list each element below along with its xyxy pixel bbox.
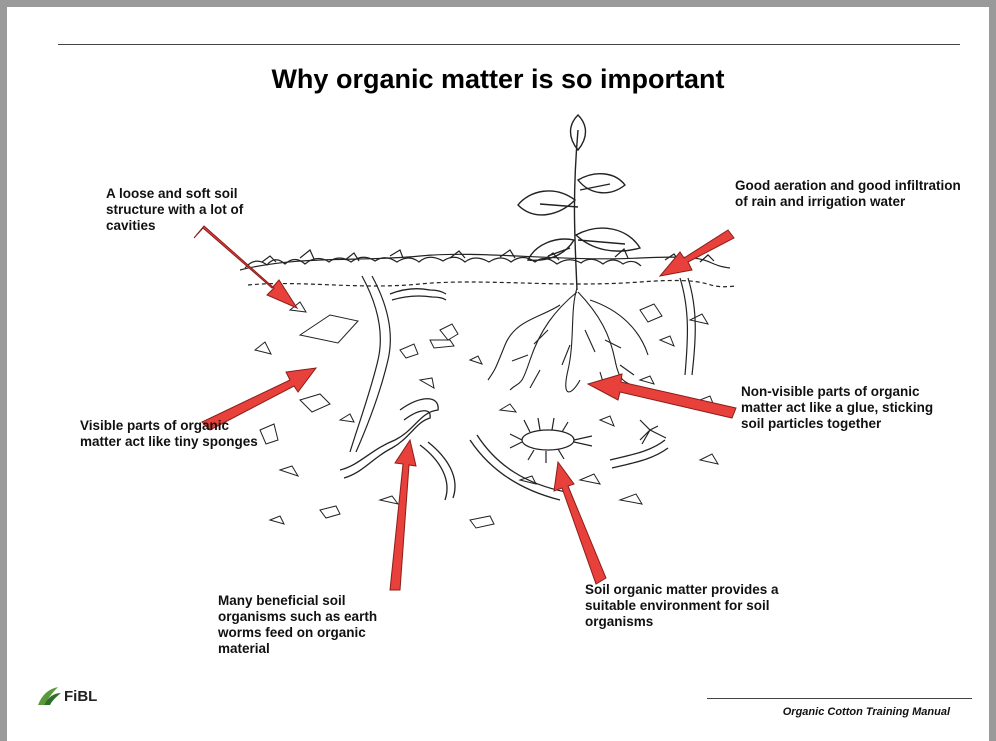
soil-surface-litter <box>239 248 736 288</box>
label-non-visible-organic-matter: Non-visible parts of organic matter act … <box>741 384 934 431</box>
soil-particles <box>253 301 720 529</box>
earthworms <box>339 288 669 501</box>
worm-burrow <box>349 275 696 453</box>
arrow-middle-right <box>586 373 737 419</box>
label-aeration-infiltration: Good aeration and good infiltration of r… <box>735 178 961 209</box>
footer-text: Organic Cotton Training Manual <box>782 706 950 718</box>
label-suitable-environment: Soil organic matter provides a suitable … <box>585 582 779 629</box>
label-soil-organisms-feed: Many beneficial soil organisms such as e… <box>218 593 378 656</box>
arrow-top-right <box>658 229 735 277</box>
plant-roots <box>487 287 649 393</box>
slide-title: Why organic matter is so important <box>271 64 725 94</box>
top-divider <box>58 44 960 45</box>
label-loose-soil-structure: A loose and soft soil structure with a l… <box>106 186 244 233</box>
arrow-top-left <box>193 225 299 310</box>
fibl-logo: FiBL <box>36 685 97 707</box>
logo-text: FiBL <box>64 687 98 705</box>
label-visible-organic-matter: Visible parts of organic matter act like… <box>80 418 258 449</box>
arrow-bottom-right <box>553 460 607 585</box>
arrow-middle-left <box>201 367 318 431</box>
fibl-leaf-logo-icon <box>38 687 61 705</box>
arrow-bottom-left <box>389 438 417 591</box>
soil-insect <box>509 417 667 463</box>
footer-divider <box>707 698 972 699</box>
callout-arrows <box>193 225 737 591</box>
plant <box>517 114 642 291</box>
